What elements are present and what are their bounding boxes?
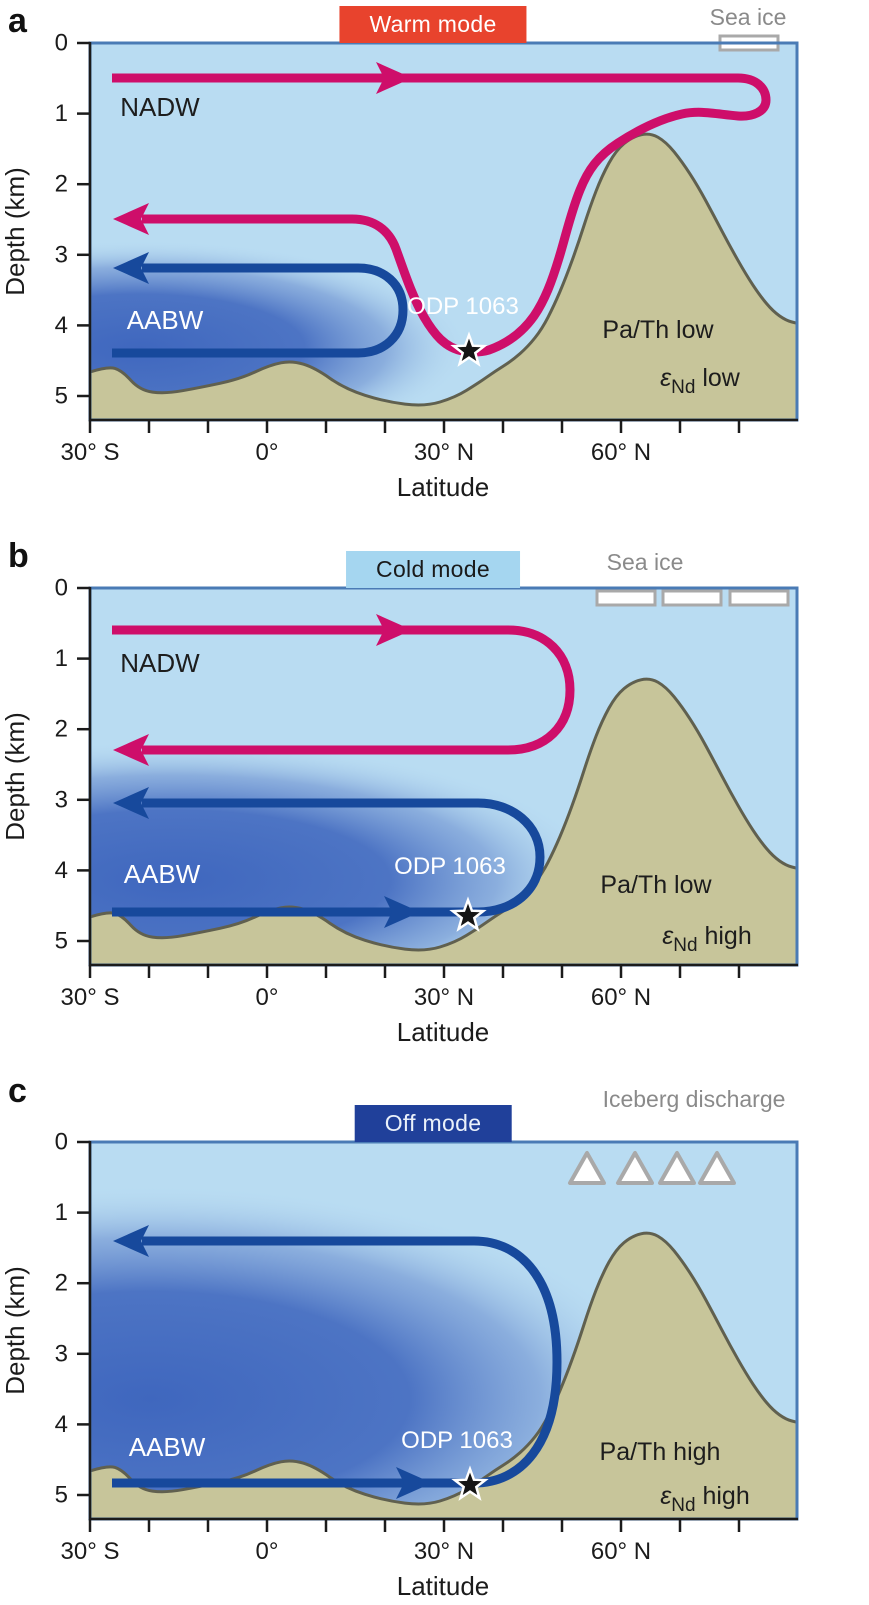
- latitude-tick-label: 30° S: [61, 1538, 120, 1565]
- panel-letter: b: [8, 537, 29, 575]
- latitude-axis-title: Latitude: [397, 1017, 490, 1047]
- depth-tick-label: 1: [55, 100, 68, 127]
- seafloor-ridge: [90, 132, 797, 420]
- aabw-flow-arrowhead: [384, 896, 420, 928]
- surface-condition-label: Sea ice: [606, 549, 684, 575]
- aabw-flow-arrowhead: [113, 787, 149, 819]
- depth-tick-label: 5: [55, 1482, 68, 1509]
- latitude-tick-label: 60° N: [591, 1538, 651, 1565]
- site-label: ODP 1063: [394, 853, 506, 880]
- mode-label: Cold mode: [376, 556, 490, 582]
- iceberg-icon: [568, 1151, 606, 1185]
- site-label: ODP 1063: [407, 293, 519, 320]
- latitude-tick-label: 30° S: [61, 439, 120, 466]
- nadw-flow-arrowhead: [376, 62, 412, 94]
- mode-box: Warm mode: [339, 6, 527, 43]
- depth-tick-label: 2: [55, 716, 68, 743]
- eps-nd-label: εNd low: [660, 364, 741, 398]
- iceberg-icon: [616, 1151, 654, 1185]
- aabw-flow-arrowhead: [396, 1467, 432, 1499]
- sea-ice-icon: [595, 589, 657, 607]
- depth-tick-label: 1: [55, 1199, 68, 1226]
- latitude-tick-label: 60° N: [591, 984, 651, 1011]
- nadw-flow-path: [112, 73, 771, 357]
- depth-tick-label: 0: [55, 575, 68, 602]
- aabw-flow-path: [112, 798, 545, 917]
- panel-letter: a: [8, 2, 27, 40]
- mode-box: Off mode: [354, 1105, 512, 1142]
- latitude-tick-label: 0°: [256, 984, 279, 1011]
- nadw-flow-arrowhead: [113, 734, 149, 766]
- odp-site-star: [450, 331, 488, 367]
- depth-tick-label: 4: [55, 857, 68, 884]
- depth-tick-label: 4: [55, 1411, 68, 1438]
- depth-axis-title: Depth (km): [0, 1266, 30, 1395]
- seafloor-ridge: [90, 677, 797, 965]
- iceberg-icon: [698, 1151, 736, 1185]
- depth-tick-label: 2: [55, 1270, 68, 1297]
- latitude-tick-label: 30° N: [414, 1538, 474, 1565]
- aabw-label: AABW: [129, 1432, 206, 1462]
- latitude-tick-label: 30° N: [414, 984, 474, 1011]
- mode-label: Warm mode: [369, 11, 497, 37]
- site-label: ODP 1063: [401, 1427, 513, 1454]
- panel-canvas: AABW ODP 1063 Pa/Th high εNd high 0 1 2 3 4 5 30° …: [0, 1129, 799, 1601]
- latitude-tick-label: 30° N: [414, 439, 474, 466]
- latitude-tick-label: 0°: [256, 439, 279, 466]
- latitude-axis-title: Latitude: [397, 1571, 490, 1601]
- depth-tick-label: 2: [55, 171, 68, 198]
- depth-tick-label: 3: [55, 1340, 68, 1367]
- surface-condition-label: Sea ice: [709, 4, 787, 30]
- latitude-axis-title: Latitude: [397, 472, 490, 502]
- aabw-flow-path: [112, 263, 408, 358]
- nadw-flow-path: [112, 625, 575, 755]
- depth-tick-label: 4: [55, 312, 68, 339]
- odp-site-star: [449, 896, 487, 932]
- depth-tick-label: 1: [55, 645, 68, 672]
- aabw-water-mass-gradient: [90, 1184, 670, 1519]
- latitude-tick-label: 60° N: [591, 439, 651, 466]
- aabw-label: AABW: [127, 305, 204, 335]
- nadw-label: NADW: [120, 648, 200, 678]
- pa-th-label: Pa/Th high: [600, 1438, 721, 1466]
- aabw-water-mass-gradient: [90, 240, 470, 420]
- pa-th-label: Pa/Th low: [602, 316, 714, 344]
- depth-tick-label: 0: [55, 1129, 68, 1156]
- panel-c: AABW ODP 1063 Pa/Th high εNd high 0 1 2 3 4 5 30° …: [0, 1070, 869, 1605]
- sea-ice-icon: [728, 589, 790, 607]
- depth-axis-title: Depth (km): [0, 712, 30, 841]
- odp-site-star: [451, 1465, 489, 1501]
- eps-nd-label: εNd high: [660, 1482, 750, 1516]
- depth-tick-label: 5: [55, 928, 68, 955]
- depth-tick-label: 0: [55, 30, 68, 57]
- nadw-flow-arrowhead: [376, 614, 412, 646]
- nadw-flow-arrowhead: [113, 203, 149, 235]
- pa-th-label: Pa/Th low: [600, 871, 712, 899]
- iceberg-icon: [658, 1151, 696, 1185]
- depth-tick-label: 3: [55, 786, 68, 813]
- aabw-flow-arrowhead: [113, 252, 149, 284]
- latitude-tick-label: 0°: [256, 1538, 279, 1565]
- latitude-tick-label: 30° S: [61, 984, 120, 1011]
- aabw-label: AABW: [124, 859, 201, 889]
- depth-tick-label: 5: [55, 383, 68, 410]
- mode-label: Off mode: [384, 1110, 482, 1136]
- depth-tick-label: 3: [55, 241, 68, 268]
- panel-letter: c: [8, 1072, 27, 1110]
- mode-box: Cold mode: [346, 551, 520, 588]
- eps-nd-label: εNd high: [662, 922, 752, 956]
- aabw-flow-path: [112, 1236, 562, 1488]
- sea-ice-icon: [661, 589, 723, 607]
- depth-axis-title: Depth (km): [0, 167, 30, 296]
- nadw-label: NADW: [120, 92, 200, 122]
- surface-condition-label: Iceberg discharge: [602, 1086, 786, 1112]
- aabw-flow-arrowhead: [113, 1225, 149, 1257]
